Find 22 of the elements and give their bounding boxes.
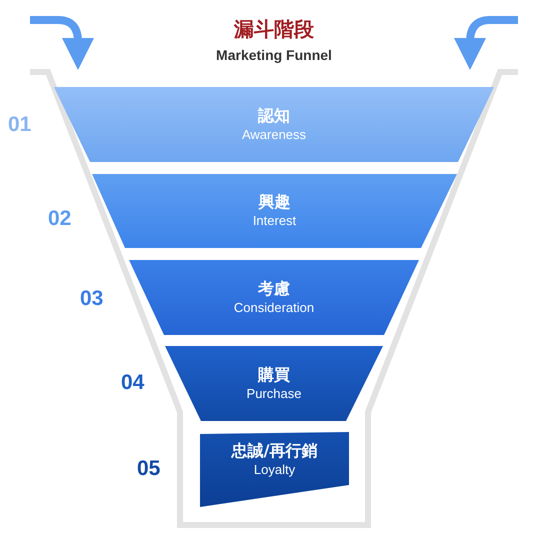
funnel-stage <box>200 432 349 507</box>
stage-title: 忠誠/再行銷 <box>230 440 318 460</box>
funnel-stage <box>92 174 457 248</box>
stage-number: 01 <box>8 113 32 137</box>
stage-number: 05 <box>137 457 160 481</box>
subtitle: Marketing Funnel <box>215 47 333 63</box>
stage-title: 考慮 <box>256 278 291 298</box>
title: 漏斗階段 <box>232 16 315 43</box>
funnel-stage <box>129 260 419 335</box>
stage-subtitle: Awareness <box>240 126 308 142</box>
stage-subtitle: Consideration <box>232 298 316 316</box>
stage-subtitle: Purchase <box>246 384 302 402</box>
stage-title: 認知 <box>256 106 291 126</box>
stage-subtitle: Loyalty <box>252 460 296 478</box>
stage-title: 興趣 <box>258 192 292 212</box>
funnel-stage <box>54 87 494 162</box>
funnel-stage <box>165 346 383 421</box>
stage-title: 購買 <box>256 364 291 384</box>
stage-number: 04 <box>121 371 144 395</box>
stage-number: 03 <box>80 287 104 311</box>
stage-subtitle: Interest <box>252 212 298 229</box>
stage-number: 02 <box>48 207 72 231</box>
